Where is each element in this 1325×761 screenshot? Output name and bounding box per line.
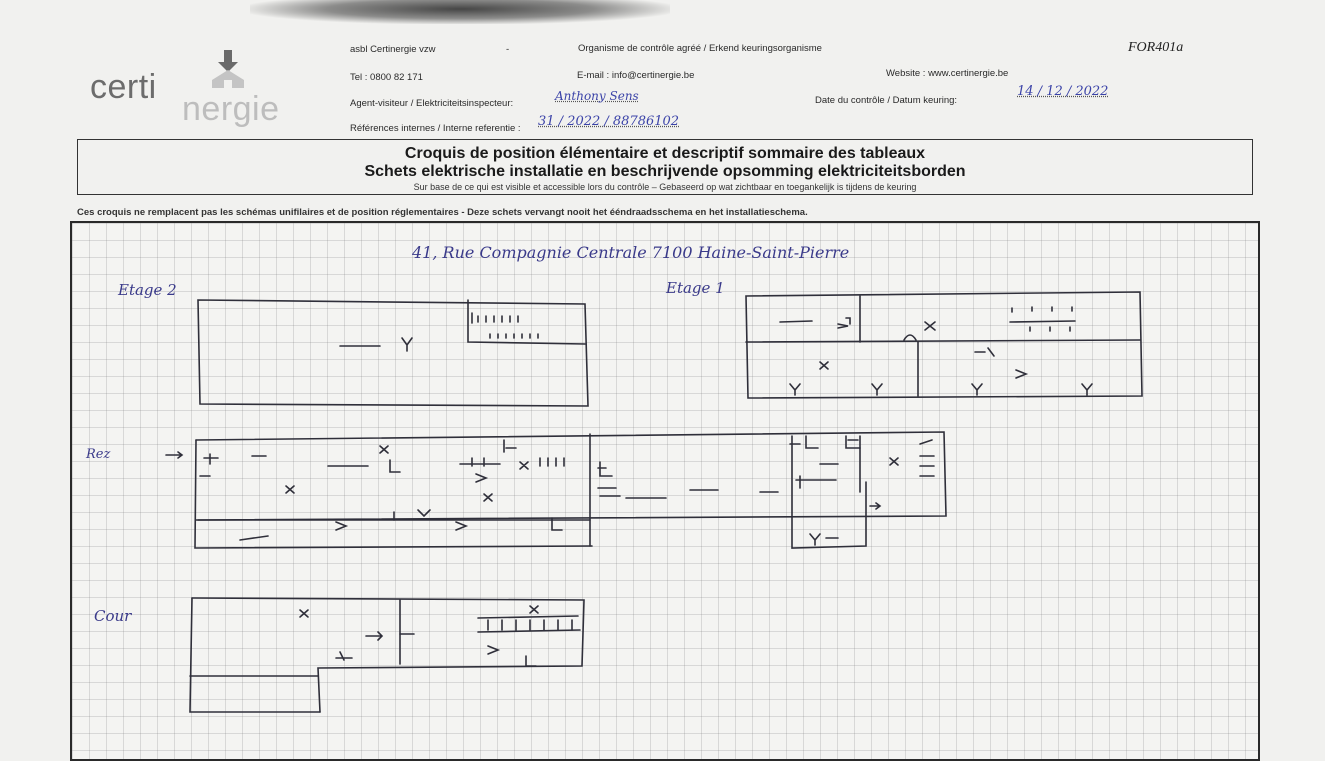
title-box: Croquis de position élémentaire et descr…	[77, 139, 1253, 195]
title-subtitle: Sur base de ce qui est visible et access…	[413, 182, 917, 192]
floor1-plan	[745, 291, 1143, 399]
agent-label: Agent-visiteur / Elektriciteitsinspecteu…	[350, 98, 514, 109]
sketch-address: 41, Rue Compagnie Centrale 7100 Haine-Sa…	[412, 243, 850, 262]
org-dash: -	[506, 44, 510, 55]
ref-value: 31 / 2022 / 88786102	[538, 114, 680, 129]
title-nl: Schets elektrische installatie en beschr…	[364, 163, 966, 180]
form-code: FOR401a	[1128, 40, 1184, 55]
floor1-label: Etage 1	[666, 279, 725, 297]
tel-line: Tel : 0800 82 171	[350, 72, 423, 83]
logo-word-certi: certi	[90, 68, 157, 106]
certinergie-logo: certi nergie	[90, 50, 340, 130]
org-type: Organisme de contrôle agréé / Erkend keu…	[578, 43, 822, 54]
sketch-grid-area	[70, 221, 1260, 761]
title-fr: Croquis de position élémentaire et descr…	[404, 145, 926, 162]
email-line: E-mail : info@certinergie.be	[577, 70, 695, 81]
ground-floor-label: Rez	[86, 447, 111, 462]
logo-word-nergie: nergie	[182, 90, 280, 128]
agent-value: Anthony Sens	[555, 89, 639, 103]
floor2-plan	[197, 299, 589, 407]
floor2-label: Etage 2	[118, 281, 177, 299]
disclaimer: Ces croquis ne remplacent pas les schéma…	[77, 207, 808, 218]
org-name: asbl Certinergie vzw	[350, 44, 436, 55]
ground-floor-plan	[165, 431, 947, 549]
date-value: 14 / 12 / 2022	[1017, 84, 1109, 99]
date-label: Date du contrôle / Datum keuring:	[815, 95, 958, 106]
yard-label: Cour	[94, 607, 132, 625]
ref-label: Références internes / Interne referentie…	[350, 123, 521, 134]
yard-plan	[189, 597, 585, 713]
house-arrow-icon	[212, 50, 244, 88]
photo-shadow	[250, 0, 670, 24]
website-line: Website : www.certinergie.be	[886, 68, 1009, 79]
